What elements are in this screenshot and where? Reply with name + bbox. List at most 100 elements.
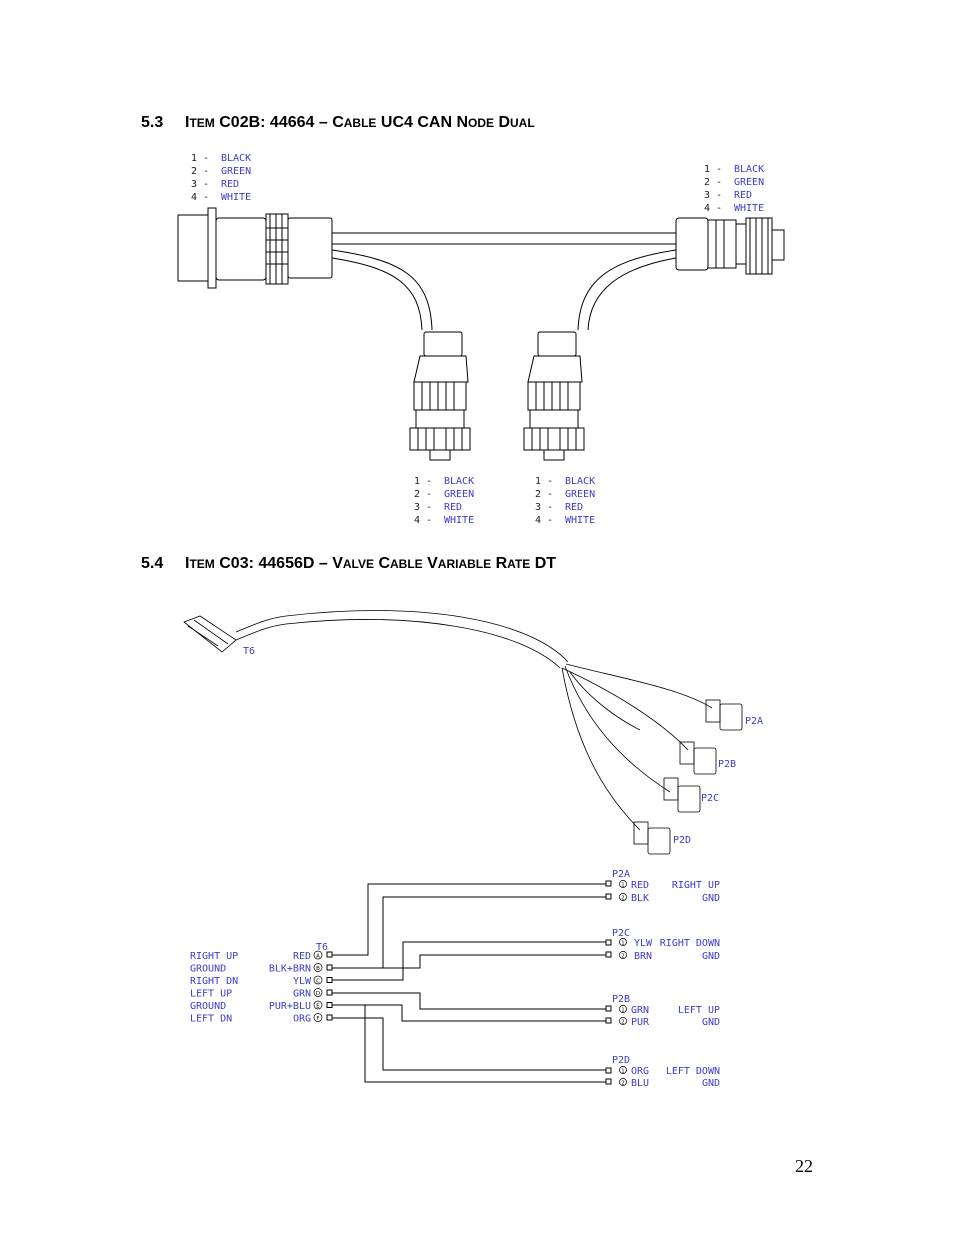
svg-text:RED: RED [565, 502, 583, 513]
svg-text:GROUND: GROUND [190, 1001, 226, 1012]
svg-text:BLK: BLK [631, 893, 649, 904]
svg-text:RIGHT DOWN: RIGHT DOWN [660, 938, 720, 949]
svg-text:LEFT UP: LEFT UP [678, 1005, 720, 1016]
svg-text:2: 2 [621, 1019, 624, 1025]
svg-text:GND: GND [702, 951, 720, 962]
svg-text:RED: RED [293, 951, 311, 962]
svg-text:LEFT DOWN: LEFT DOWN [666, 1066, 720, 1077]
svg-text:RED: RED [734, 190, 752, 201]
svg-text:BLK+BRN: BLK+BRN [269, 964, 311, 975]
svg-text:BLU: BLU [631, 1078, 649, 1089]
connector-block-p2a: P2A 1 RED RIGHT UP 2 BLK GND [605, 869, 720, 904]
svg-text:LEFT DN: LEFT DN [190, 1014, 232, 1025]
svg-text:RED: RED [631, 880, 649, 891]
svg-text:4 -: 4 - [414, 515, 432, 526]
svg-text:RED: RED [221, 179, 239, 190]
svg-text:D: D [316, 991, 320, 997]
svg-text:ORG: ORG [293, 1014, 311, 1025]
pin-legend-bottom-right: 1 - 2 - 3 - 4 - BLACK GREEN RED WHITE [535, 476, 595, 526]
svg-text:2: 2 [621, 1080, 624, 1086]
svg-text:E: E [316, 1004, 320, 1010]
svg-text:ORG: ORG [631, 1066, 649, 1077]
connector-right-illustration [675, 217, 785, 275]
svg-text:2: 2 [621, 953, 624, 959]
pin-legend-top-left: 1 - 2 - 3 - 4 - BLACK GREEN RED WHITE [191, 153, 251, 203]
connector-bottom-left-illustration [409, 331, 471, 461]
p2c-connector-illustration [663, 777, 701, 813]
connector-block-p2d: P2D 1 ORG LEFT DOWN 2 BLU GND [605, 1055, 720, 1089]
svg-text:4 -: 4 - [704, 203, 722, 214]
svg-text:WHITE: WHITE [734, 203, 764, 214]
page-number: 22 [795, 1156, 813, 1176]
svg-text:WHITE: WHITE [565, 515, 595, 526]
svg-text:1: 1 [621, 882, 624, 888]
svg-text:PUR+BLU: PUR+BLU [269, 1001, 311, 1012]
svg-text:3 -: 3 - [535, 502, 553, 513]
svg-text:P2A: P2A [745, 716, 763, 727]
svg-text:GND: GND [702, 893, 720, 904]
svg-text:RIGHT UP: RIGHT UP [672, 880, 720, 891]
wiring-schematic: T6 RIGHT UP RED A GROUND BLK+BRN B RIGHT… [190, 869, 720, 1089]
t6-connector-illustration [183, 615, 287, 653]
svg-text:4 -: 4 - [535, 515, 553, 526]
harness-trunk [285, 610, 569, 663]
svg-text:1: 1 [621, 1068, 624, 1074]
t6-row: RIGHT DN YLW C [190, 975, 333, 987]
svg-text:3 -: 3 - [191, 179, 209, 190]
svg-text:BLACK: BLACK [221, 153, 251, 164]
svg-text:1 -: 1 - [414, 476, 432, 487]
connector-block-p2c: P2C 1 YLW RIGHT DOWN 2 BRN GND [605, 928, 720, 962]
cable-trunk [331, 232, 677, 331]
svg-text:YLW: YLW [293, 976, 312, 987]
svg-text:BLACK: BLACK [565, 476, 595, 487]
p2a-connector-illustration [705, 699, 743, 731]
t6-row: GROUND BLK+BRN B [190, 963, 333, 975]
svg-text:1: 1 [621, 940, 624, 946]
connector-left-illustration [177, 207, 333, 289]
t6-pin-rows: RIGHT UP RED A GROUND BLK+BRN B RIGHT DN… [190, 950, 333, 1025]
valve-cable-harness-figure: T6 P2A P2B P2C P2D [183, 610, 763, 855]
t6-title: T6 [316, 942, 328, 953]
uc4-cable-figure: 1 - 2 - 3 - 4 - BLACK GREEN RED WHITE 1 … [177, 153, 785, 526]
svg-text:P2B: P2B [718, 759, 736, 770]
svg-text:P2D: P2D [612, 1055, 630, 1066]
svg-text:PUR: PUR [631, 1017, 650, 1028]
p2b-connector-illustration [679, 741, 717, 775]
svg-text:F: F [316, 1016, 319, 1022]
svg-text:GREEN: GREEN [734, 177, 764, 188]
section-number: 5.4 [141, 555, 164, 572]
svg-text:P2C: P2C [701, 793, 719, 804]
t6-row: LEFT DN ORG F [190, 1013, 333, 1025]
svg-text:GND: GND [702, 1078, 720, 1089]
svg-text:2 -: 2 - [414, 489, 432, 500]
svg-text:BLACK: BLACK [734, 164, 764, 175]
svg-text:BRN: BRN [634, 951, 652, 962]
t6-row: GROUND PUR+BLU E [190, 1000, 333, 1012]
svg-text:RIGHT UP: RIGHT UP [190, 951, 238, 962]
svg-text:C: C [316, 979, 320, 985]
svg-text:WHITE: WHITE [444, 515, 474, 526]
svg-text:GRN: GRN [293, 989, 311, 1000]
svg-text:BLACK: BLACK [444, 476, 474, 487]
section-number: 5.3 [141, 114, 164, 131]
pin-legend-bottom-left: 1 - 2 - 3 - 4 - BLACK GREEN RED WHITE [414, 476, 474, 526]
svg-text:1 -: 1 - [191, 153, 209, 164]
connector-bottom-right-illustration [523, 331, 585, 461]
svg-text:2 -: 2 - [191, 166, 209, 177]
svg-text:3 -: 3 - [704, 190, 722, 201]
svg-text:3 -: 3 - [414, 502, 432, 513]
svg-text:GREEN: GREEN [444, 489, 474, 500]
svg-text:GND: GND [702, 1017, 720, 1028]
svg-text:1: 1 [621, 1007, 624, 1013]
t6-label: T6 [243, 646, 255, 657]
t6-row: LEFT UP GRN D [190, 988, 333, 1000]
svg-text:YLW: YLW [634, 938, 653, 949]
svg-text:P2B: P2B [612, 994, 630, 1005]
svg-text:P2C: P2C [612, 928, 630, 939]
svg-text:GROUND: GROUND [190, 964, 226, 975]
svg-text:P2A: P2A [612, 869, 630, 880]
pin-legend-top-right: 1 - 2 - 3 - 4 - BLACK GREEN RED WHITE [704, 164, 764, 214]
